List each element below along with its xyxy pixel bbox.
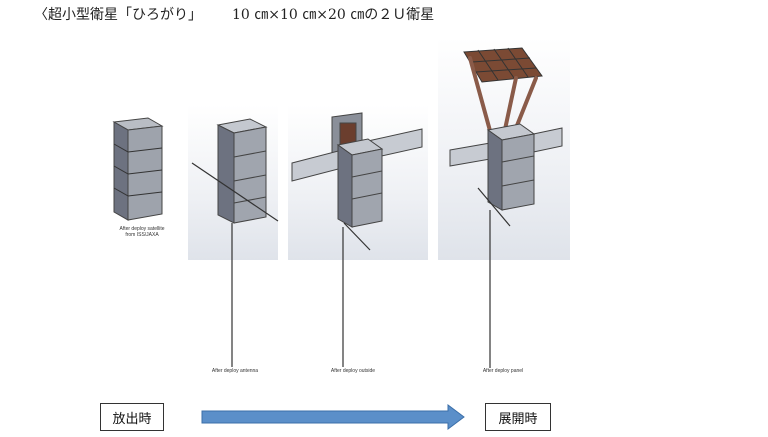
stage-2-caption: After deploy antenna [211, 368, 259, 374]
flow-arrow-shape [201, 404, 465, 430]
diagram-title: 〈超小型衛星「ひろがり」 10 ㎝×10 ㎝×20 ㎝の２Ｕ衛星 [34, 4, 434, 24]
start-label-box: 放出時 [100, 403, 164, 431]
stage-3-satellite-outside [291, 112, 423, 367]
stage-3-caption: After deploy outside [330, 368, 376, 374]
stage-1-satellite-stowed [112, 117, 164, 221]
start-label: 放出時 [112, 411, 152, 427]
end-label: 展開時 [498, 411, 538, 427]
flow-arrow [201, 404, 465, 430]
title-dimensions: 10 ㎝×10 ㎝×20 ㎝の２Ｕ衛星 [232, 7, 435, 23]
stage-1-caption: After deploy satellite from ISS/JAXA [119, 226, 165, 238]
stage-4-satellite-panel [449, 47, 563, 368]
stage-2-satellite-antenna [191, 118, 279, 367]
title-text: 〈超小型衛星「ひろがり」 [34, 7, 202, 23]
stage-4-caption: After deploy panel [482, 368, 524, 374]
end-label-box: 展開時 [485, 403, 551, 431]
